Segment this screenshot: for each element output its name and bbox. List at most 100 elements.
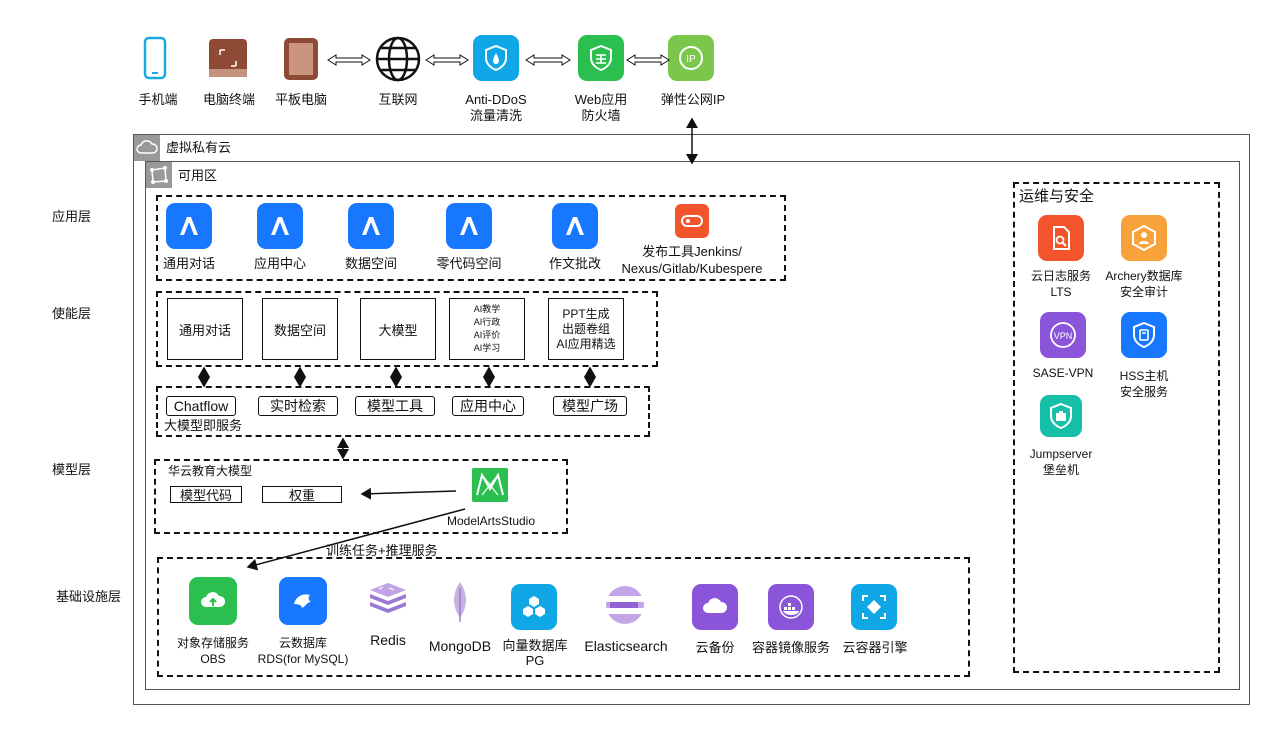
app-chat-icon: [166, 203, 212, 249]
anti-ddos-label-2: 流量清洗: [469, 108, 522, 123]
container-engine-label: 云容器引擎: [842, 640, 908, 655]
layer-label-app: 应用层: [52, 209, 92, 224]
lts-label-1: 云日志服务: [1030, 269, 1091, 283]
app-item-zero-code: 零代码空间: [436, 256, 502, 271]
rds-label-2: RDS(for MySQL): [257, 652, 349, 666]
app-item-essay: 作文批改: [548, 256, 601, 271]
model-layer-title: 华云教育大模型: [168, 464, 253, 478]
sase-vpn-label: SASE-VPN: [1032, 366, 1094, 380]
maas-title: 大模型即服务: [164, 418, 243, 433]
ops-security-title: 运维与安全: [1019, 188, 1095, 205]
az-title: 可用区: [178, 168, 218, 183]
obs-label-2: OBS: [200, 652, 226, 666]
obs-label-1: 对象存储服务: [176, 636, 249, 650]
app-essay-icon: [552, 203, 598, 249]
hss-icon: [1121, 312, 1167, 358]
tablet-icon: [283, 37, 319, 81]
tablet-label: 平板电脑: [274, 92, 327, 107]
rds-icon: [279, 577, 327, 625]
svg-text:IP: IP: [686, 54, 696, 65]
vector-db-label-1: 向量数据库: [502, 638, 568, 653]
infra-layer-box: [157, 557, 970, 677]
hss-label-1: HSS主机: [1119, 369, 1169, 383]
internet-label: 互联网: [378, 92, 418, 107]
jumpserver-icon: [1040, 395, 1082, 437]
maas-pill-model-tools: 模型工具: [355, 396, 435, 416]
obs-icon: [189, 577, 237, 625]
studio-to-weights-arrow: [360, 487, 457, 500]
jumpserver-label-2: 堡垒机: [1042, 463, 1079, 477]
ai-teaching: AI教学: [473, 304, 501, 314]
container-registry-label: 容器镜像服务: [751, 640, 830, 655]
enable-layer-box: [156, 291, 658, 367]
training-inference-edge-label: 训练任务+推理服务: [326, 543, 438, 558]
svg-text:VPN: VPN: [1054, 331, 1073, 341]
model-code-box: 模型代码: [170, 486, 242, 503]
elasticsearch-icon: [604, 584, 646, 626]
app-data-space-icon: [348, 203, 394, 249]
modelarts-studio-label: ModelArtsStudio: [446, 514, 536, 528]
vpc-title: 虚拟私有云: [166, 140, 232, 155]
enable-box-ppt: PPT生成 出题卷组 AI应用精选: [548, 298, 624, 360]
model-layer-box: [154, 459, 568, 534]
cloud-backup-label: 云备份: [695, 640, 735, 655]
sase-vpn-icon: VPN: [1040, 312, 1086, 358]
jumpserver-label-1: Jumpserver: [1029, 447, 1093, 461]
modelarts-studio-icon: [472, 468, 508, 502]
weights-box: 权重: [262, 486, 342, 503]
rds-label-1: 云数据库: [278, 636, 327, 650]
lts-icon: [1038, 215, 1084, 261]
app-zero-code-icon: [446, 203, 492, 249]
app-item-data-space: 数据空间: [344, 256, 397, 271]
app-item-chat: 通用对话: [162, 256, 215, 271]
internet-globe-icon: [375, 36, 421, 82]
pc-terminal-icon: [208, 38, 248, 78]
anti-ddos-icon: [473, 35, 519, 81]
phone-label: 手机端: [138, 92, 178, 107]
pc-label: 电脑终端: [202, 92, 255, 107]
archery-audit-icon: [1121, 215, 1167, 261]
layer-label-enable: 使能层: [52, 306, 92, 321]
app-item-center: 应用中心: [253, 256, 306, 271]
release-tool-label-2: Nexus/Gitlab/Kubespere: [621, 261, 763, 276]
eip-label: 弹性公网IP: [660, 92, 726, 107]
maas-box: [156, 386, 650, 437]
enable-box-llm: 大模型: [360, 298, 436, 360]
ai-evaluation: AI评价: [473, 330, 501, 340]
ai-learning: AI学习: [473, 343, 501, 353]
lts-label-2: LTS: [1050, 285, 1072, 299]
cloud-icon: [134, 135, 160, 161]
maas-pill-retrieval: 实时检索: [258, 396, 338, 416]
redis-label: Redis: [370, 632, 406, 648]
enable-box-chat: 通用对话: [167, 298, 243, 360]
redis-icon: [367, 580, 409, 618]
hss-label-2: 安全服务: [1119, 385, 1168, 399]
exam-builder: 出题卷组: [561, 321, 610, 336]
enable-box-ai-list: AI教学 AI行政 AI评价 AI学习: [449, 298, 525, 360]
elastic-ip-icon: IP: [668, 35, 714, 81]
container-registry-icon: [768, 584, 814, 630]
anti-ddos-label-1: Anti-DDoS: [465, 92, 527, 107]
cloud-backup-icon: [692, 584, 738, 630]
maas-pill-app-center: 应用中心: [452, 396, 524, 416]
release-tool-label-1: 发布工具Jenkins/: [642, 244, 742, 259]
container-engine-icon: [851, 584, 897, 630]
vector-db-label-2: PG: [525, 653, 545, 668]
web-firewall-icon: [578, 35, 624, 81]
archery-label-2: 安全审计: [1119, 285, 1168, 299]
ai-admin: AI行政: [473, 317, 501, 327]
maas-pill-chatflow: Chatflow: [166, 396, 236, 416]
studio-to-obs-arrow: [246, 508, 466, 571]
elasticsearch-label: Elasticsearch: [584, 638, 668, 654]
az-region-icon: [146, 162, 172, 188]
release-tool-icon: [675, 204, 709, 238]
phone-icon: [142, 36, 168, 80]
enable-box-data-space: 数据空间: [262, 298, 338, 360]
hollow-double-arrows: [327, 54, 670, 66]
vector-db-icon: [511, 584, 557, 630]
mongodb-icon: [448, 580, 472, 624]
waf-label-1: Web应用: [574, 92, 628, 107]
app-center-icon: [257, 203, 303, 249]
maas-pill-model-plaza: 模型广场: [553, 396, 627, 416]
